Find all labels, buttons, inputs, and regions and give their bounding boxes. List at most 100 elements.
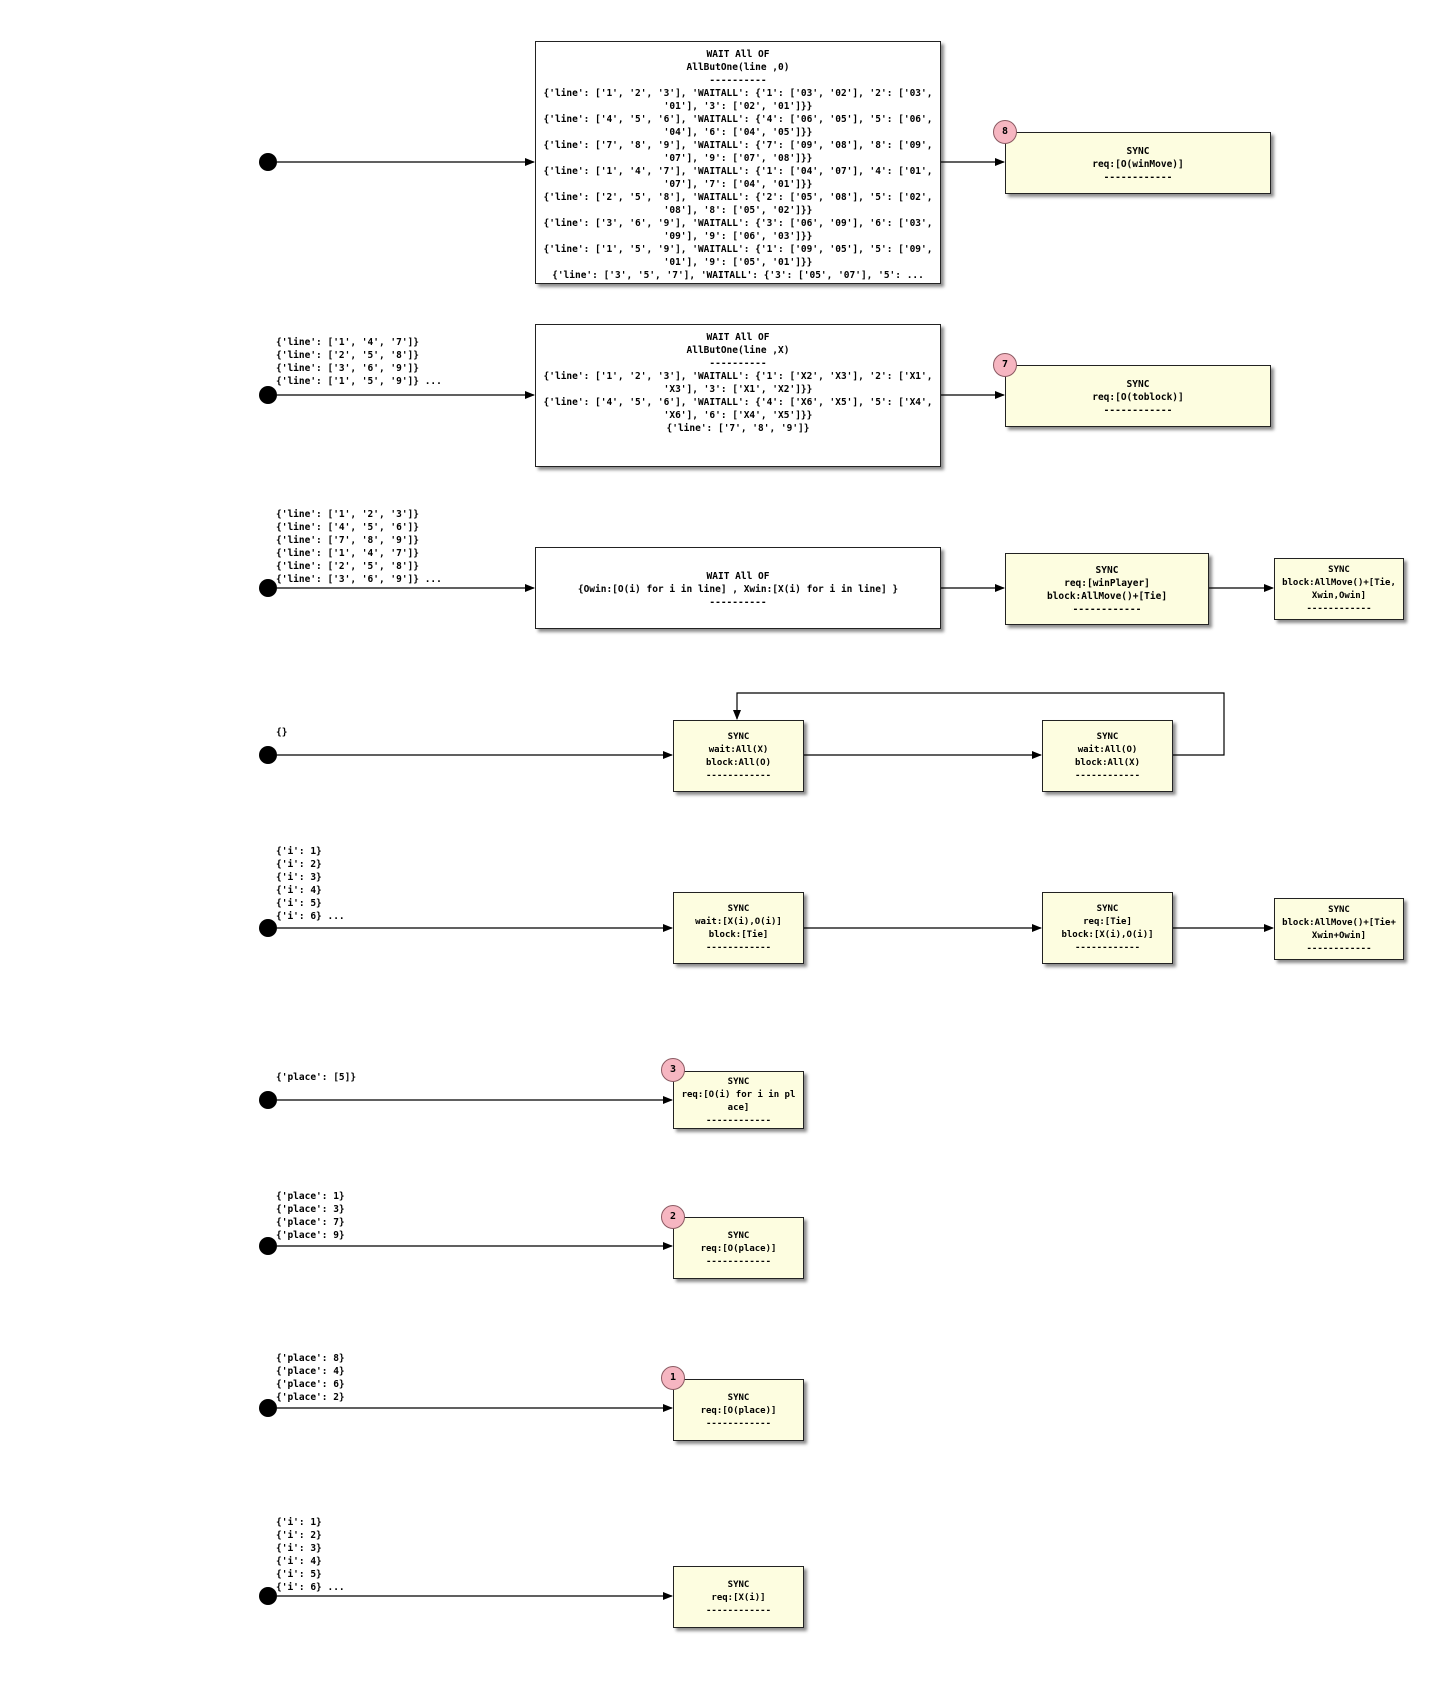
node-text-line: block:All(X) (1074, 758, 1141, 768)
row3-start-node[interactable] (259, 579, 277, 597)
parameter-label: {'place': 6} (276, 1379, 345, 1390)
parameter-label: {'i': 3} (276, 1543, 322, 1554)
node-text-line: WAIT All OF (706, 49, 770, 60)
node-text-line: AllButOne(line ,0) (686, 62, 790, 73)
node-text-line: SYNC (727, 732, 750, 742)
node-text-line: ------------ (1072, 604, 1142, 615)
node-wrapped-text: {'line': ['1', '5', '9'], 'WAITALL': {'1… (543, 244, 933, 268)
node-text-line: req:[winPlayer] (1064, 578, 1150, 589)
node-text-line: ------------ (705, 943, 772, 953)
parameter-label: {'i': 6} ... (276, 1582, 345, 1593)
node-text-line: ------------ (705, 1116, 772, 1126)
node-text-line: SYNC (727, 1393, 750, 1403)
node-text-line: Xwin+Owin] (1311, 931, 1367, 941)
row6-start-node[interactable] (259, 1091, 277, 1109)
row4-start-node[interactable] (259, 746, 277, 764)
row7-sync-node-0[interactable]: SYNC req:[O(place)] ------------ (673, 1217, 804, 1279)
row8-start-node[interactable] (259, 1399, 277, 1417)
row1-wait-node-0[interactable]: WAIT All OF AllButOne(line ,0) ---------- {… (535, 41, 941, 284)
node-text-line: WAIT All OF (706, 571, 770, 582)
node-text-line: Xwin,Owin] (1311, 591, 1367, 601)
row4-loop-back-edge (733, 692, 1225, 756)
parameter-label: {'i': 1} (276, 846, 322, 857)
parameter-label: {'i': 2} (276, 1530, 322, 1541)
row2-parameter-labels: {'line': ['1', '4', '7']} {'line': ['2', … (276, 336, 442, 388)
node-text-line: wait:[X(i),O(i)] (695, 917, 782, 927)
parameter-label: {'place': 8} (276, 1353, 345, 1364)
node-wrapped-text: {'line': ['7', '8', '9'], 'WAITALL': {'7… (543, 140, 933, 164)
node-text-line: block:[X(i),O(i)] (1061, 930, 1154, 940)
node-text-line: req:[O(place)] (700, 1244, 777, 1254)
parameter-label: {'place': 2} (276, 1392, 345, 1403)
node-text-line: SYNC (727, 1231, 750, 1241)
node-text-line: req:[O(toblock)] (1092, 392, 1184, 403)
node-text-line: ------------ (705, 1419, 772, 1429)
node-text-line: WAIT All OF (706, 332, 770, 343)
node-text-line: block:AllMove()+[Tie+ (1282, 918, 1396, 928)
node-tail-text: {'line': ['7', '8', '9']} (666, 423, 810, 434)
parameter-label: {'i': 5} (276, 1569, 322, 1580)
node-wrapped-text: {'line': ['4', '5', '6'], 'WAITALL': {'4… (543, 114, 933, 138)
node-wrapped-text: {'line': ['1', '2', '3'], 'WAITALL': {'1… (543, 371, 933, 395)
node-text-line: ------------ (705, 1257, 772, 1267)
row3-wait-node-0[interactable]: WAIT All OF{Owin:[O(i) for i in line] , … (535, 547, 941, 629)
node-text-line: SYNC (1328, 905, 1350, 915)
parameter-label: {'line': ['2', '5', '8']} (276, 350, 419, 361)
node-text-line: SYNC (727, 1077, 750, 1087)
node-text-line: ---------- (709, 75, 767, 86)
parameter-label: {'place': 4} (276, 1366, 345, 1377)
node-text-line: ------------ (1103, 405, 1173, 416)
node-wrapped-text: {'line': ['2', '5', '8'], 'WAITALL': {'2… (543, 192, 933, 216)
node-text-line: SYNC (1096, 732, 1119, 742)
row5-start-node[interactable] (259, 919, 277, 937)
node-text-line: req:[O(i) for i in pl (681, 1090, 796, 1100)
row7-start-node[interactable] (259, 1237, 277, 1255)
row8-sync-node-0[interactable]: SYNC req:[O(place)] ------------ (673, 1379, 804, 1441)
node-text-line: req:[O(place)] (700, 1406, 777, 1416)
parameter-label: {'line': ['3', '6', '9']} (276, 363, 419, 374)
node-text-line: ------------ (705, 1606, 772, 1616)
node-text-line: req:[O(winMove)] (1092, 159, 1184, 170)
parameter-label: {'line': ['1', '4', '7']} (276, 337, 419, 348)
parameter-label: {'place': 3} (276, 1204, 345, 1215)
row5-parameter-labels: {'i': 1}{'i': 2}{'i': 3}{'i': 4}{'i': 5}… (276, 845, 345, 923)
node-text-line: AllButOne(line ,X) (686, 345, 790, 356)
row3-parameter-labels: {'line': ['1', '2', '3']}{'line': ['4', … (276, 508, 442, 586)
priority-badge: 1 (661, 1366, 685, 1390)
node-wrapped-text: {'line': ['1', '4', '7'], 'WAITALL': {'1… (543, 166, 933, 190)
parameter-label: {'i': 6} ... (276, 911, 345, 922)
parameter-label: {'i': 5} (276, 898, 322, 909)
priority-badge: 7 (993, 353, 1017, 377)
node-text-line: ------------ (705, 771, 772, 781)
row1-start-node[interactable] (259, 153, 277, 171)
parameter-label: {'line': ['7', '8', '9']} (276, 535, 419, 546)
row2-start-node[interactable] (259, 386, 277, 404)
parameter-label: {'i': 4} (276, 885, 322, 896)
parameter-label: {'place': 7} (276, 1217, 345, 1228)
node-wrapped-text: {'line': ['1', '2', '3'], 'WAITALL': {'1… (543, 88, 933, 112)
parameter-label: {'i': 1} (276, 1517, 322, 1528)
row9-start-node[interactable] (259, 1587, 277, 1605)
parameter-label: {'line': ['1', '2', '3']} (276, 509, 419, 520)
parameter-label: {'place': 1} (276, 1191, 345, 1202)
node-text-line: ------------ (1306, 604, 1372, 614)
node-text-line: SYNC (1328, 565, 1350, 575)
node-text-line: SYNC (1126, 146, 1150, 157)
node-tail-text: {'line': ['3', '5', '7'], 'WAITALL': {'3… (552, 270, 924, 281)
node-text-line: wait:All(X) (708, 745, 769, 755)
node-text-line: ---------- (709, 597, 767, 608)
row6-parameter-labels: {'place': [5]} (276, 1071, 356, 1084)
